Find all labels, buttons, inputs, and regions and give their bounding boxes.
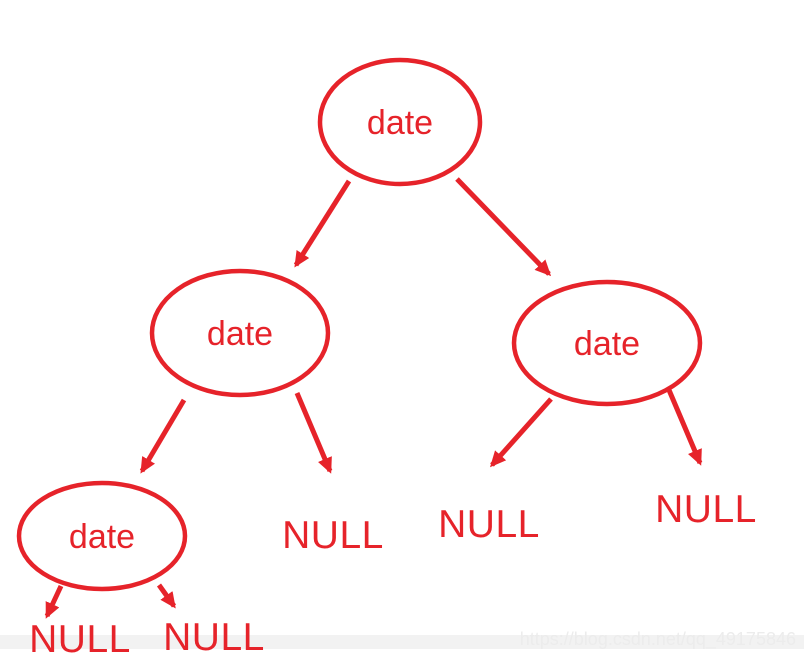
node-ellipse-left bbox=[149, 268, 331, 398]
node-label-left-left: date bbox=[69, 518, 135, 556]
edge-left-to-null-arrow bbox=[294, 392, 333, 474]
edge-left-to-leftleft-arrow bbox=[139, 398, 187, 474]
edge-leftleft-to-null-right-arrow bbox=[156, 583, 177, 609]
watermark-url: https://blog.csdn.net/qq_49175846 bbox=[520, 629, 796, 650]
edge-root-to-left-arrow bbox=[293, 179, 352, 268]
null-label-leftleft-left: NULL bbox=[29, 618, 131, 653]
null-label-right-right: NULL bbox=[655, 488, 757, 531]
node-label-left: date bbox=[207, 315, 273, 353]
edge-right-to-null-left-arrow bbox=[490, 397, 553, 468]
edge-root-to-right-arrow bbox=[455, 177, 552, 277]
edge-leftleft-to-null-left-arrow bbox=[44, 584, 64, 619]
node-label-root: date bbox=[367, 104, 433, 142]
edge-right-to-null-right-arrow bbox=[666, 389, 703, 466]
null-label-left-right: NULL bbox=[282, 514, 384, 557]
node-label-right: date bbox=[574, 325, 640, 363]
node-ellipse-right bbox=[511, 279, 703, 407]
null-label-right-left: NULL bbox=[438, 503, 540, 546]
null-label-leftleft-right: NULL bbox=[163, 616, 265, 653]
watermark-band bbox=[0, 635, 804, 649]
node-ellipse-root bbox=[317, 57, 483, 187]
node-ellipse-left-left bbox=[16, 480, 188, 592]
